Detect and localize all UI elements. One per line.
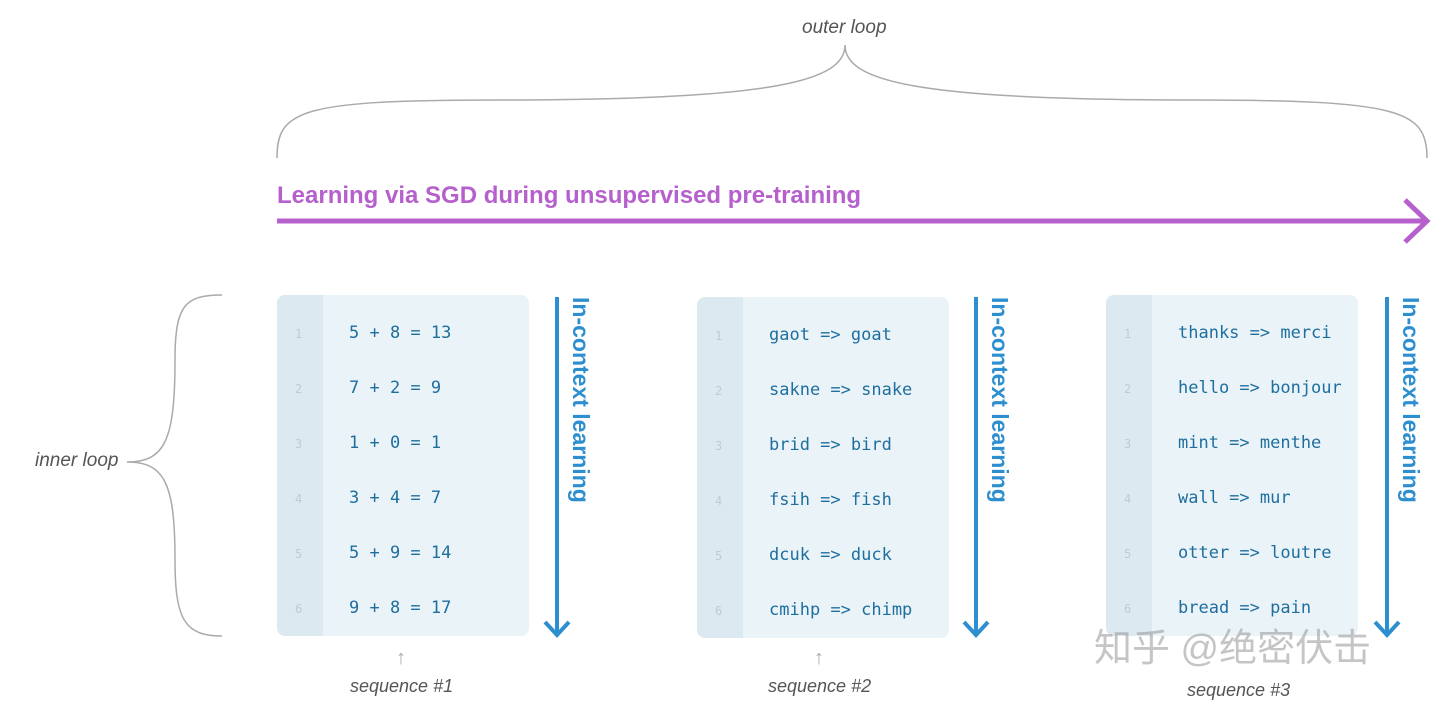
code-line: 4 fsih => fish bbox=[697, 490, 949, 514]
outer-loop-brace bbox=[276, 44, 1428, 159]
code-text: sakne => snake bbox=[769, 380, 913, 400]
inner-loop-brace bbox=[126, 294, 223, 637]
line-number: 2 bbox=[295, 382, 303, 396]
in-context-label-1: In-context learning bbox=[568, 297, 594, 503]
sequence-label-1: sequence #1 bbox=[350, 676, 454, 696]
code-line: 6 bread => pain bbox=[1106, 598, 1358, 622]
line-number: 3 bbox=[295, 437, 303, 451]
code-line: 5 dcuk => duck bbox=[697, 545, 949, 569]
code-line: 5 otter => loutre bbox=[1106, 543, 1358, 567]
sequence-box-2: 1 gaot => goat 2 sakne => snake 3 brid => bir… bbox=[697, 297, 949, 638]
line-number: 2 bbox=[1124, 382, 1132, 396]
in-context-arrow-3 bbox=[1373, 297, 1401, 638]
code-text: 3 + 4 = 7 bbox=[349, 488, 442, 508]
code-text: wall => mur bbox=[1178, 488, 1291, 508]
line-number: 1 bbox=[715, 329, 723, 343]
code-text: otter => loutre bbox=[1178, 543, 1332, 563]
code-line: 2 sakne => snake bbox=[697, 380, 949, 404]
code-text: thanks => merci bbox=[1178, 323, 1332, 343]
line-number-gutter bbox=[1106, 295, 1152, 636]
line-number: 5 bbox=[715, 549, 723, 563]
line-number: 1 bbox=[295, 327, 303, 341]
sequence-box-1: 1 5 + 8 = 13 2 7 + 2 = 9 3 1 + 0 = 1 4 3 + 4 = … bbox=[277, 295, 529, 636]
inner-loop-label: inner loop bbox=[35, 450, 119, 471]
code-line: 2 7 + 2 = 9 bbox=[277, 378, 529, 402]
code-line: 1 gaot => goat bbox=[697, 325, 949, 349]
code-line: 6 cmihp => chimp bbox=[697, 600, 949, 624]
line-number: 4 bbox=[295, 492, 303, 506]
line-number: 4 bbox=[715, 494, 723, 508]
up-arrow-icon: ↑ bbox=[814, 647, 824, 669]
line-number: 3 bbox=[1124, 437, 1132, 451]
line-number-gutter bbox=[277, 295, 323, 636]
watermark: 知乎 @绝密伏击 bbox=[1094, 628, 1372, 670]
sequence-box-3: 1 thanks => merci 2 hello => bonjour 3 mint =… bbox=[1106, 295, 1358, 636]
line-number: 1 bbox=[1124, 327, 1132, 341]
code-text: cmihp => chimp bbox=[769, 600, 913, 620]
code-text: 9 + 8 = 17 bbox=[349, 598, 452, 618]
line-number: 5 bbox=[295, 547, 303, 561]
code-text: brid => bird bbox=[769, 435, 892, 455]
sequence-label-2: sequence #2 bbox=[768, 676, 872, 696]
line-number: 3 bbox=[715, 439, 723, 453]
code-line: 3 1 + 0 = 1 bbox=[277, 433, 529, 457]
code-line: 1 5 + 8 = 13 bbox=[277, 323, 529, 347]
sequence-label-3: sequence #3 bbox=[1187, 680, 1291, 700]
line-number: 6 bbox=[295, 602, 303, 616]
code-text: fsih => fish bbox=[769, 490, 892, 510]
in-context-label-3: In-context learning bbox=[1398, 297, 1424, 503]
code-line: 3 brid => bird bbox=[697, 435, 949, 459]
line-number: 2 bbox=[715, 384, 723, 398]
code-text: 5 + 9 = 14 bbox=[349, 543, 452, 563]
sgd-arrow-head bbox=[1403, 198, 1431, 244]
in-context-label-2: In-context learning bbox=[987, 297, 1013, 503]
in-context-arrow-1 bbox=[543, 297, 571, 638]
line-number: 4 bbox=[1124, 492, 1132, 506]
code-text: mint => menthe bbox=[1178, 433, 1322, 453]
code-line: 4 wall => mur bbox=[1106, 488, 1358, 512]
code-text: bread => pain bbox=[1178, 598, 1312, 618]
code-text: 7 + 2 = 9 bbox=[349, 378, 442, 398]
line-number: 5 bbox=[1124, 547, 1132, 561]
code-line: 4 3 + 4 = 7 bbox=[277, 488, 529, 512]
sgd-title: Learning via SGD during unsupervised pre… bbox=[277, 182, 862, 209]
code-line: 3 mint => menthe bbox=[1106, 433, 1358, 457]
code-line: 6 9 + 8 = 17 bbox=[277, 598, 529, 622]
code-text: 5 + 8 = 13 bbox=[349, 323, 452, 343]
code-text: 1 + 0 = 1 bbox=[349, 433, 442, 453]
code-line: 1 thanks => merci bbox=[1106, 323, 1358, 347]
code-line: 2 hello => bonjour bbox=[1106, 378, 1358, 402]
outer-loop-label: outer loop bbox=[802, 17, 887, 38]
in-context-arrow-2 bbox=[962, 297, 990, 638]
code-text: hello => bonjour bbox=[1178, 378, 1342, 398]
code-line: 5 5 + 9 = 14 bbox=[277, 543, 529, 567]
line-number: 6 bbox=[715, 604, 723, 618]
line-number: 6 bbox=[1124, 602, 1132, 616]
line-number-gutter bbox=[697, 297, 743, 638]
up-arrow-icon: ↑ bbox=[396, 647, 406, 669]
code-text: gaot => goat bbox=[769, 325, 892, 345]
code-text: dcuk => duck bbox=[769, 545, 892, 565]
